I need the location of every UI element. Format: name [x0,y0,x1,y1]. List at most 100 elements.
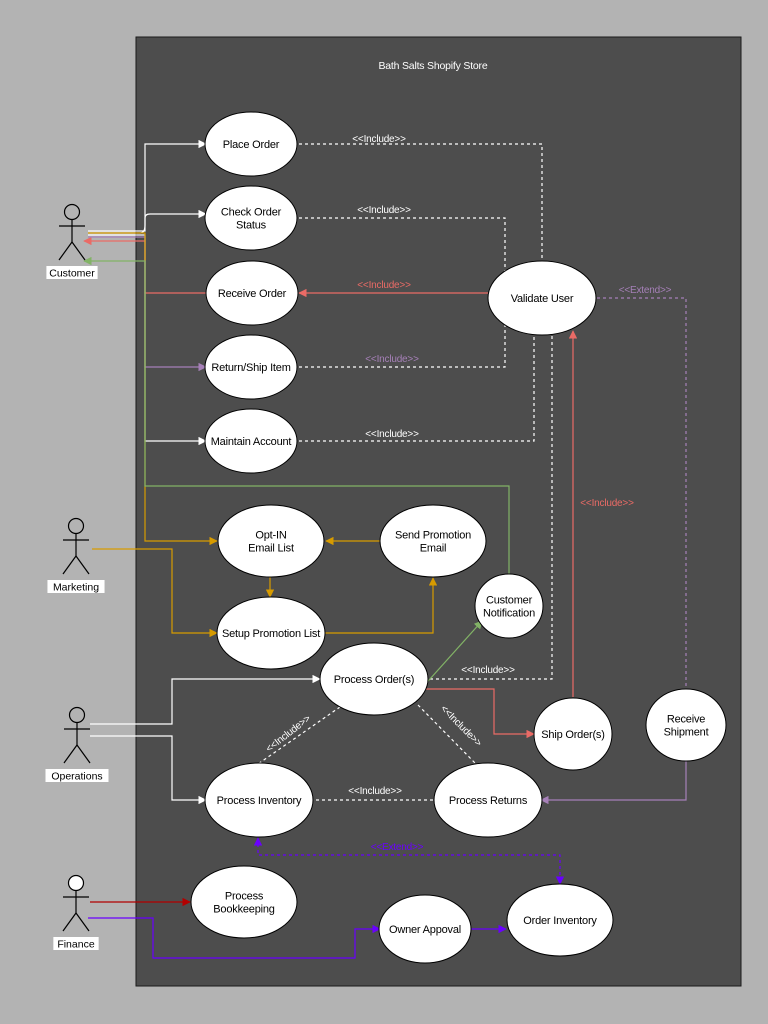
use-case-shape [433,762,543,838]
conn-notification-customer [83,256,510,575]
use-case-label: Setup Promotion List [222,628,320,640]
use-case-shape [190,865,298,939]
conn-customer-place-order [88,139,207,232]
actor-label-bg [46,266,98,279]
use-case-shape [205,260,299,326]
use-case-label: Return/Ship Item [211,362,290,374]
use-case-label: Order Inventory [523,915,597,927]
use-case-label: Ship Order(s) [541,729,604,741]
actor-label-bg [53,937,99,950]
label-process-orders-include: <<Include>> [461,665,515,676]
conn-process-orders-ship [420,688,535,739]
use-case-process-returns: Process Returns [433,762,543,838]
use-case-process-inventory: Process Inventory [204,762,314,838]
actor-customer: Customer [46,203,98,280]
label-receive-shipment-extend: <<Extend>> [619,285,672,296]
use-case-shape [319,642,429,716]
conn-return-ship-validate [299,320,506,368]
actor-stick-figure-icon [62,517,90,575]
use-case-setup-promotion-list: Setup Promotion List [216,596,326,670]
use-case-shape [216,596,326,670]
use-case-place-order: Place Order [204,111,298,177]
use-case-label: Receive Order [218,288,287,300]
label-maintain-account-include: <<Include>> [365,429,419,440]
use-case-owner-approval: Owner Appoval [378,894,472,964]
use-case-shape [204,185,298,251]
actor-stick-figure-icon [58,203,86,261]
use-case-shape [506,883,614,957]
use-case-order-inventory: Order Inventory [506,883,614,957]
conn-place-order-validate [299,143,543,261]
use-case-label: Shipment [664,727,709,739]
label-place-order-include: <<Include>> [352,134,406,145]
use-case-label: Receive [667,714,705,726]
use-case-label: Process Order(s) [334,674,415,686]
label-check-order-include: <<Include>> [357,205,411,216]
use-case-validate-user: Validate User [487,260,597,336]
actor-finance: Finance [53,874,99,951]
use-case-receive-order: Receive Order [205,260,299,326]
use-case-label: Validate User [511,293,574,305]
use-case-shape [204,334,298,400]
actor-operations: Operations [45,706,109,783]
conn-operations-process-inventory [90,735,207,805]
use-case-label: Process Inventory [217,795,302,807]
conn-process-orders-validate [430,334,553,680]
use-case-label: Email [420,543,447,555]
conn-receive-shipment-validate [597,297,687,688]
conn-check-order-validate [299,217,506,274]
actor-marketing: Marketing [47,517,105,594]
use-case-shape [378,894,472,964]
actor-label: Operations [51,771,102,783]
conn-process-orders-notification [420,620,483,690]
use-case-shape [204,762,314,838]
use-case-shape [204,111,298,177]
label-ship-orders-include: <<Include>> [580,498,634,509]
actor-label: Finance [57,939,95,951]
actor-stick-figure-icon [62,874,90,932]
use-case-label: Send Promotion [395,530,471,542]
use-case-label: Status [236,220,267,232]
actor-label: Customer [49,268,95,280]
use-case-shape [379,504,487,578]
use-case-ship-orders: Ship Order(s) [533,697,613,771]
conn-finance-owner-approval [88,917,381,959]
actor-stick-figure-icon [63,706,91,764]
use-case-label: Notification [483,608,535,620]
use-case-label: Bookkeeping [213,904,274,916]
conn-operations-process-orders [90,674,321,725]
conn-marketing-setup-list [92,548,218,638]
conn-process-orders-inventory [257,706,341,765]
use-case-label: Owner Appoval [389,924,461,936]
use-case-label: Customer [486,595,533,607]
label-return-ship-include: <<Include>> [365,354,419,365]
use-case-process-orders: Process Order(s) [319,642,429,716]
use-case-shape [204,408,298,474]
conn-inventory-order-extend [253,837,565,885]
use-case-shape [645,688,727,762]
conn-maintain-account-validate [299,334,535,442]
use-case-label: Place Order [223,139,280,151]
label-receive-order-include: <<Include>> [357,280,411,291]
actor-label-bg [47,580,105,593]
system-title: Bath Salts Shopify Store [378,60,487,72]
conn-setup-list-send-email [325,577,438,634]
use-case-shape [487,260,597,336]
use-case-return-ship-item: Return/Ship Item [204,334,298,400]
use-case-label: Process Returns [449,795,528,807]
use-case-shape [533,697,613,771]
use-case-shape [474,573,544,639]
use-case-maintain-account: Maintain Account [204,408,298,474]
use-case-label: Opt-IN [255,530,286,542]
conn-receive-shipment-returns [540,761,687,805]
use-case-shape [217,504,325,578]
use-case-label: Email List [248,543,294,555]
label-inventory-returns-include: <<Include>> [348,786,402,797]
